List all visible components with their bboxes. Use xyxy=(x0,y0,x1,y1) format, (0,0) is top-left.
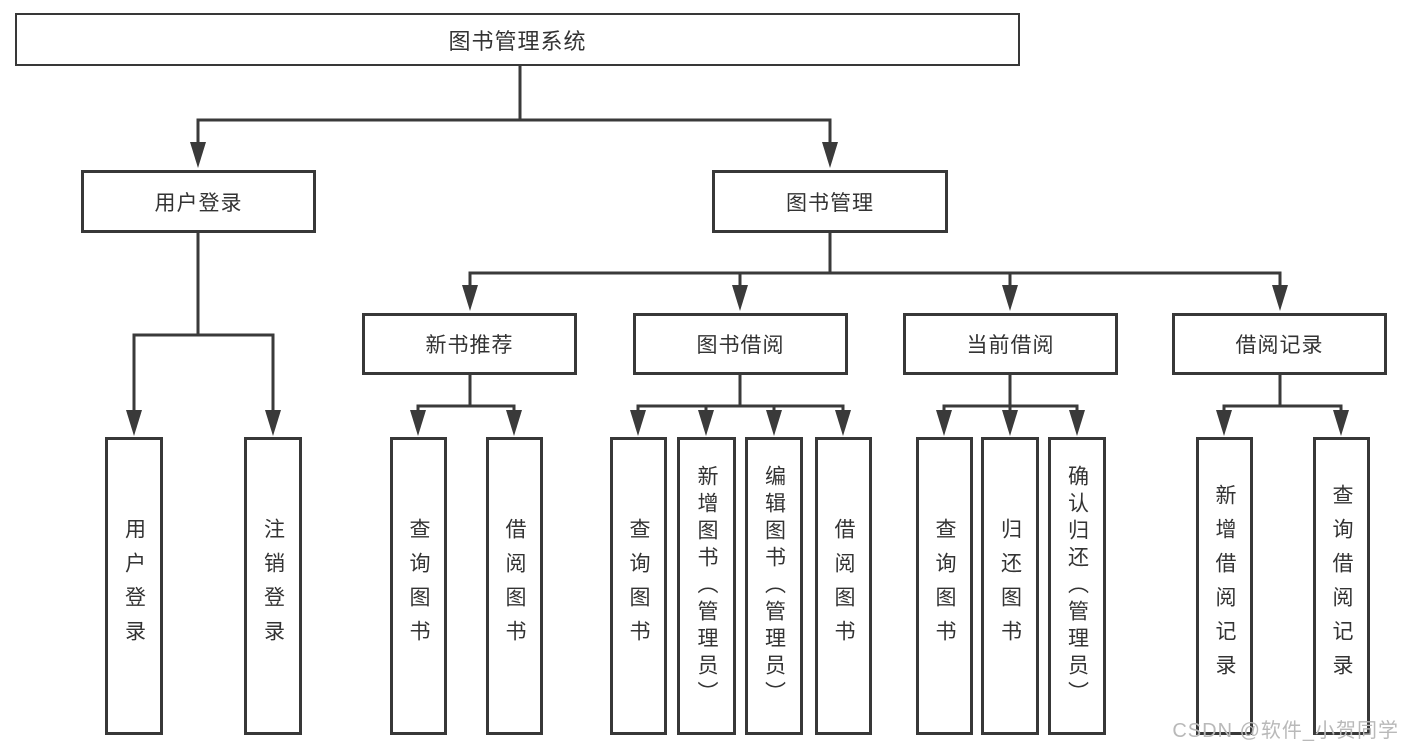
arrowhead-icon xyxy=(1333,410,1349,436)
node-user-login: 用户登录 xyxy=(81,170,316,233)
leaf-add-borrow-record: 新增借阅记录 xyxy=(1196,437,1253,735)
leaf-query-books-3: 查询图书 xyxy=(916,437,973,735)
arrowhead-icon xyxy=(506,410,522,436)
arrowhead-icon xyxy=(126,410,142,436)
arrowhead-icon xyxy=(732,285,748,311)
node-library-system: 图书管理系统 xyxy=(15,13,1020,66)
arrowhead-icon xyxy=(822,142,838,168)
arrowhead-icon xyxy=(1002,285,1018,311)
leaf-return-book: 归还图书 xyxy=(981,437,1039,735)
leaf-query-borrow-record: 查询借阅记录 xyxy=(1313,437,1370,735)
node-new-book-recommend: 新书推荐 xyxy=(362,313,577,375)
leaf-query-books-1: 查询图书 xyxy=(390,437,447,735)
arrowhead-icon xyxy=(462,285,478,311)
node-current-borrow: 当前借阅 xyxy=(903,313,1118,375)
arrowhead-icon xyxy=(835,410,851,436)
connector-path xyxy=(636,373,845,418)
arrowhead-icon xyxy=(936,410,952,436)
leaf-borrow-books-2: 借阅图书 xyxy=(815,437,872,735)
leaf-borrow-books-1: 借阅图书 xyxy=(486,437,543,735)
arrowhead-icon xyxy=(1002,410,1018,436)
connector-path xyxy=(132,231,275,418)
leaf-confirm-return-admin: 确认归还（管理员） xyxy=(1048,437,1106,735)
leaf-add-book-admin: 新增图书（管理员） xyxy=(677,437,736,735)
arrowhead-icon xyxy=(1069,410,1085,436)
arrowhead-icon xyxy=(630,410,646,436)
node-book-borrow: 图书借阅 xyxy=(633,313,848,375)
arrowhead-icon xyxy=(265,410,281,436)
arrowhead-icon xyxy=(410,410,426,436)
leaf-query-books-2: 查询图书 xyxy=(610,437,667,735)
leaf-user-login: 用户登录 xyxy=(105,437,163,735)
node-borrow-records: 借阅记录 xyxy=(1172,313,1387,375)
connector-path xyxy=(416,373,516,418)
arrowhead-icon xyxy=(1216,410,1232,436)
csdn-watermark: CSDN @软件_小贺同学 xyxy=(1172,720,1399,742)
connector-path xyxy=(942,373,1079,418)
leaf-edit-book-admin: 编辑图书（管理员） xyxy=(745,437,803,735)
connector-path xyxy=(1222,373,1343,418)
arrowhead-icon xyxy=(1272,285,1288,311)
node-book-management: 图书管理 xyxy=(712,170,948,233)
arrowhead-icon xyxy=(698,410,714,436)
connector-path xyxy=(196,64,832,150)
arrowhead-icon xyxy=(766,410,782,436)
leaf-logout: 注销登录 xyxy=(244,437,302,735)
arrowhead-icon xyxy=(190,142,206,168)
connector-path xyxy=(468,231,1282,293)
